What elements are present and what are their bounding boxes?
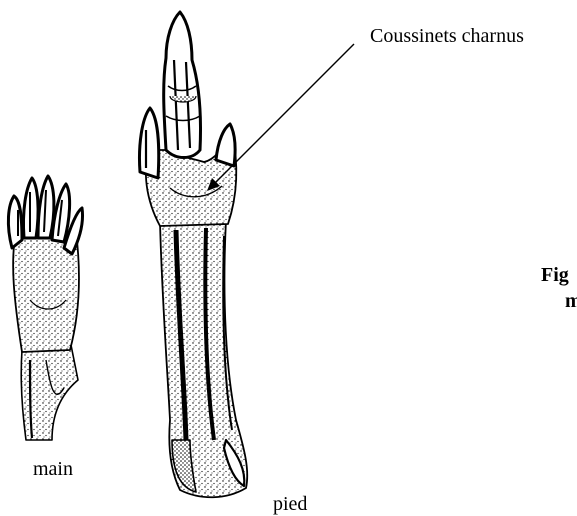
foot-label: pied (273, 494, 307, 514)
callout-label: Coussinets charnus (370, 26, 524, 46)
foot-toe-right (216, 124, 235, 166)
foot-toe-middle (164, 12, 201, 158)
hand-label: main (33, 459, 73, 479)
foot-toe-left (139, 108, 158, 178)
figure-caption-line-2: m (541, 288, 577, 314)
hand-drawing (8, 176, 82, 440)
figure-caption: Fig m (541, 262, 577, 314)
hand-finger-1 (8, 196, 22, 248)
figure-caption-line-1: Fig (541, 262, 577, 288)
callout-arrow (207, 44, 354, 191)
foot-drawing (139, 12, 247, 497)
